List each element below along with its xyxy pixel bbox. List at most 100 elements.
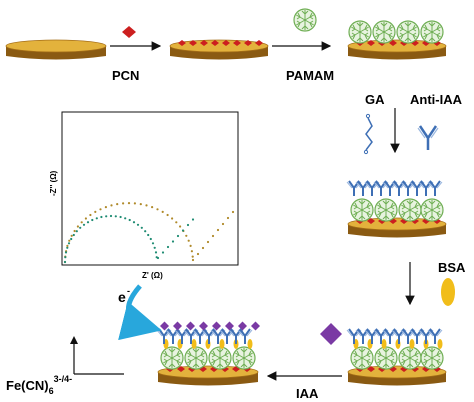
nyquist-point-orange bbox=[156, 208, 159, 211]
nyquist-point-orange bbox=[94, 210, 97, 213]
bsa-molecule bbox=[381, 339, 387, 349]
nyquist-point-teal bbox=[181, 229, 185, 232]
bsa-molecule bbox=[247, 339, 253, 349]
nyquist-point-orange bbox=[110, 204, 113, 207]
nyquist-point-orange bbox=[73, 229, 76, 233]
nyquist-point-teal bbox=[176, 234, 180, 238]
nyquist-point-teal bbox=[186, 223, 190, 227]
iaa-molecule bbox=[251, 321, 260, 331]
nyquist-point-orange bbox=[190, 250, 193, 253]
nyquist-point-orange bbox=[151, 206, 154, 209]
nyquist-point-teal bbox=[100, 215, 103, 219]
nyquist-point-teal bbox=[136, 223, 140, 226]
nyquist-point-teal bbox=[109, 214, 113, 218]
pamam-dendrimer bbox=[398, 198, 422, 222]
nyquist-point-teal bbox=[161, 251, 165, 254]
nyquist-point-orange bbox=[189, 244, 192, 247]
nyquist-point-orange bbox=[68, 239, 71, 242]
bsa-icon bbox=[441, 278, 455, 306]
pamam-dendrimer bbox=[420, 198, 444, 222]
iaa-molecule bbox=[199, 321, 208, 331]
nyquist-point-orange bbox=[221, 222, 225, 226]
nyquist-point-teal bbox=[75, 230, 78, 233]
pcn-particle bbox=[255, 40, 263, 46]
nyquist-point-teal bbox=[114, 215, 117, 218]
nyquist-point-orange bbox=[139, 203, 142, 206]
nyquist-point-teal bbox=[166, 245, 170, 249]
pcn-particle bbox=[367, 366, 375, 372]
pamam-dendrimer bbox=[396, 20, 420, 44]
nyquist-point-orange bbox=[70, 234, 73, 237]
pamam-dendrimer bbox=[348, 20, 372, 44]
pamam-dendrimer bbox=[350, 198, 374, 222]
electrode-pcn bbox=[169, 39, 269, 60]
bsa-label: BSA bbox=[438, 260, 466, 275]
nyquist-point-teal bbox=[64, 256, 67, 259]
pcn-particle bbox=[367, 218, 375, 224]
iaa-molecule bbox=[212, 321, 221, 331]
nyquist-point-teal bbox=[128, 218, 131, 222]
nyquist-point-teal bbox=[72, 233, 75, 237]
pcn-diamond-icon bbox=[122, 26, 136, 38]
nyquist-point-orange bbox=[84, 217, 87, 220]
pcn-particle bbox=[222, 40, 230, 46]
nyquist-point-orange bbox=[201, 246, 205, 250]
nyquist-point-teal bbox=[144, 230, 147, 233]
pcn-particle bbox=[367, 40, 375, 46]
pamam-dendrimer bbox=[420, 346, 444, 370]
nyquist-point-orange bbox=[206, 240, 210, 244]
nyquist-point-teal bbox=[95, 217, 98, 220]
glutaraldehyde-icon bbox=[365, 117, 373, 151]
pamam-dendrimer bbox=[374, 346, 398, 370]
probe-label: Fe(CN)63-/4- bbox=[6, 374, 72, 396]
pamam-dendrimer-icon bbox=[293, 8, 317, 32]
pamam-dendrimer bbox=[208, 346, 232, 370]
iaa-molecule bbox=[238, 321, 247, 331]
nyquist-point-teal bbox=[149, 237, 152, 241]
electrode-bare bbox=[5, 39, 107, 60]
nyquist-point-teal bbox=[140, 226, 143, 229]
nyquist-point-orange bbox=[231, 210, 235, 214]
pamam-dendrimer bbox=[160, 346, 184, 370]
nyquist-point-teal bbox=[64, 251, 68, 254]
pamam-dendrimer bbox=[372, 20, 396, 44]
anti-iaa-label: Anti-IAA bbox=[410, 92, 463, 107]
inset-xlabel: Z' (Ω) bbox=[142, 271, 163, 280]
nyquist-point-teal bbox=[156, 256, 160, 260]
nyquist-point-orange bbox=[89, 213, 92, 217]
bsa-molecule bbox=[219, 339, 225, 349]
nyquist-point-teal bbox=[67, 242, 71, 245]
nyquist-point-teal bbox=[86, 221, 90, 224]
pamam-dendrimer bbox=[184, 346, 208, 370]
nyquist-point-orange bbox=[104, 206, 107, 209]
nyquist-point-orange bbox=[161, 210, 164, 213]
iaa-molecule bbox=[160, 321, 169, 331]
pcn-particle bbox=[178, 40, 186, 46]
nyquist-point-orange bbox=[171, 217, 174, 220]
iaa-molecule bbox=[173, 321, 182, 331]
pamam-dendrimer bbox=[350, 346, 374, 370]
electrode-pamam bbox=[347, 20, 447, 60]
nyquist-point-orange bbox=[226, 216, 230, 220]
nyquist-point-orange bbox=[99, 208, 102, 211]
pcn-particle bbox=[177, 366, 185, 372]
nyquist-point-teal bbox=[153, 246, 156, 249]
pcn-particle bbox=[233, 40, 241, 46]
nyquist-point-orange bbox=[145, 204, 148, 207]
nyquist-point-orange bbox=[133, 202, 136, 205]
iaa-diamond-icon bbox=[320, 323, 342, 345]
nyquist-point-orange bbox=[191, 258, 195, 262]
inset-frame bbox=[61, 111, 239, 266]
pamam-dendrimer bbox=[374, 198, 398, 222]
nyquist-point-orange bbox=[187, 239, 190, 242]
nyquist-point-teal bbox=[191, 218, 195, 221]
iaa-molecule bbox=[186, 321, 195, 331]
nyquist-point-orange bbox=[76, 225, 79, 228]
nyquist-point-teal bbox=[171, 240, 175, 243]
nyquist-point-orange bbox=[216, 228, 220, 232]
nyquist-point-orange bbox=[116, 203, 119, 206]
nyquist-point-orange bbox=[191, 255, 194, 258]
nyquist-point-orange bbox=[127, 202, 131, 205]
nyquist-point-teal bbox=[70, 237, 73, 241]
pcn-particle bbox=[200, 40, 208, 46]
